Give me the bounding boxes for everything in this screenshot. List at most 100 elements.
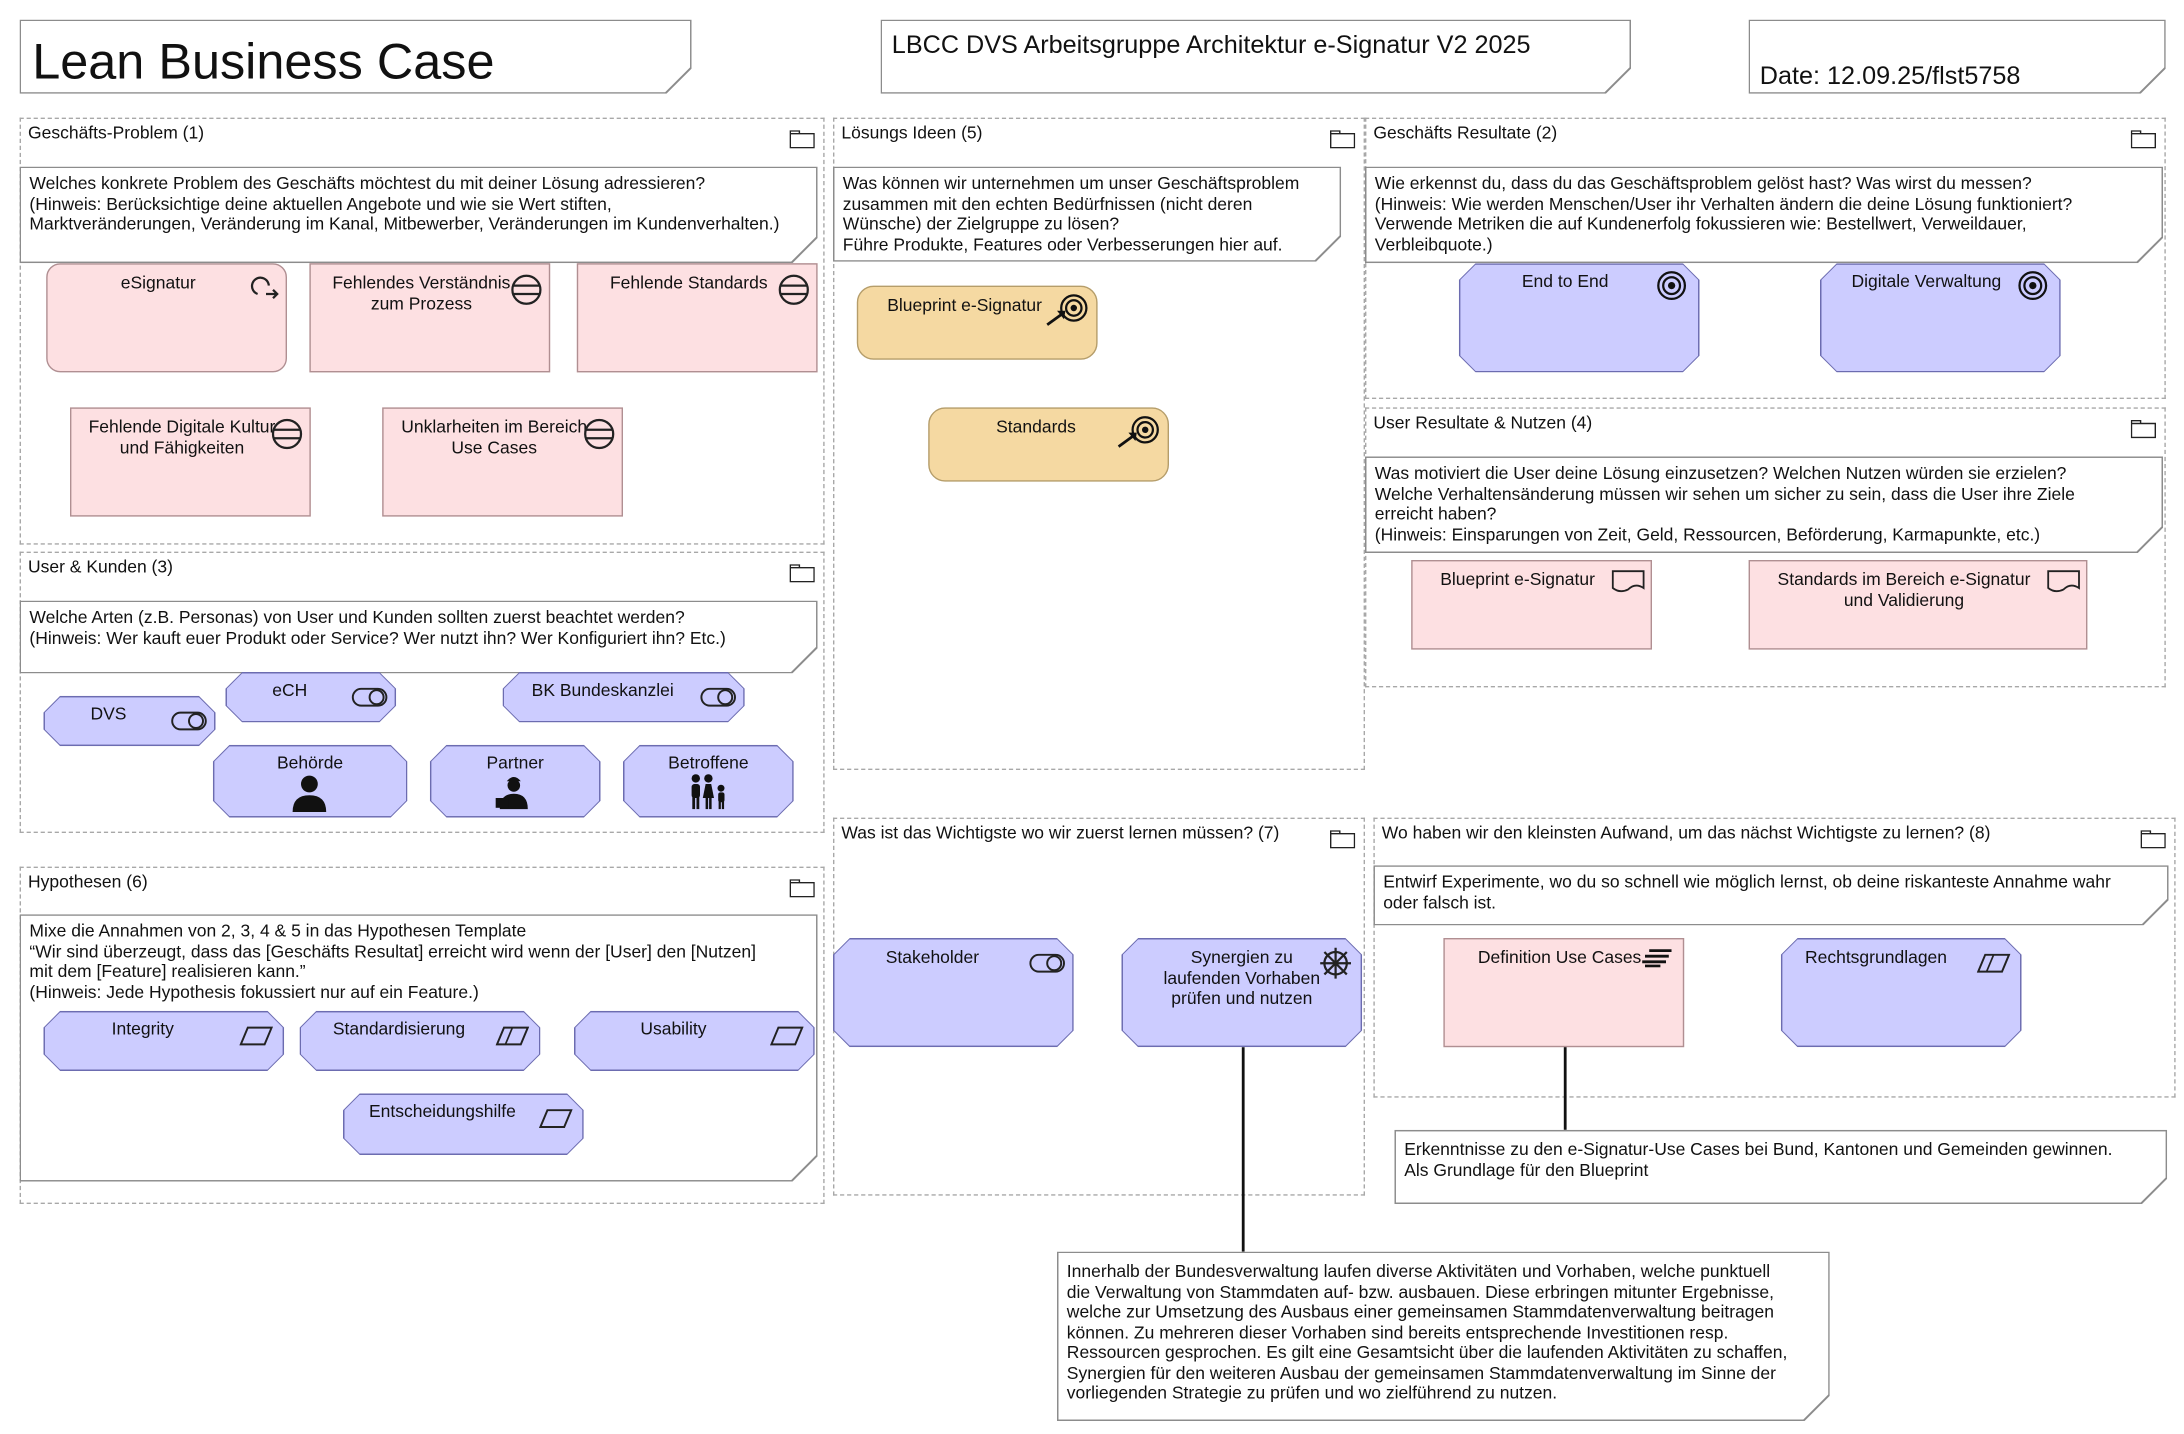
ideas-prompt: Was können wir unternehmen um unser Gesc… <box>834 168 1339 260</box>
folder-icon <box>2131 130 2156 148</box>
element-label: Standards im Bereich e-Signatur und Vali… <box>1777 569 2031 610</box>
assessment-use-cases[interactable]: Unklarheiten im Bereich Use Cases <box>382 407 623 517</box>
users-prompt: Welche Arten (z.B. Personas) von User un… <box>21 602 816 672</box>
date-block: Date: 12.09.25/flst5758 Iteration: V2 <box>1750 21 2164 92</box>
group-users-customers[interactable]: User & Kunden (3) <box>19 551 825 833</box>
benefits-prompt: Was motiviert die User deine Lösung einz… <box>1366 458 2161 552</box>
problem-prompt: Welches konkrete Problem des Geschäfts m… <box>21 168 816 262</box>
assessment-standards[interactable]: Fehlende Standards <box>576 263 818 373</box>
insight-note: Erkenntnisse zu den e-Signatur-Use Cases… <box>1394 1130 2167 1204</box>
group-title: User & Kunden (3) <box>28 557 173 577</box>
project-title: LBCC DVS Arbeitsgruppe Architektur e-Sig… <box>882 21 1630 92</box>
assessment-digital-culture[interactable]: Fehlende Digitale Kultur und Fähigkeiten <box>70 407 311 517</box>
effort-prompt-note: Entwirf Experimente, wo du so schnell wi… <box>1373 865 2168 925</box>
element-label: Standards <box>996 417 1076 437</box>
interface-icon <box>700 687 736 707</box>
connector-line <box>1563 1047 1566 1130</box>
benefits-prompt-note: Was motiviert die User deine Lösung einz… <box>1365 456 2163 553</box>
assessment-icon <box>582 417 616 451</box>
parallelogram-icon <box>239 1026 273 1046</box>
folder-icon <box>790 879 815 897</box>
requirement-standardisierung[interactable]: Standardisierung <box>300 1011 541 1071</box>
requirement-definition-use-cases[interactable]: Definition Use Cases <box>1443 938 1685 1048</box>
person-icon <box>290 773 329 812</box>
interface-icon <box>1029 953 1065 973</box>
requirement-usability[interactable]: Usability <box>574 1011 815 1071</box>
interface-icon <box>351 687 387 707</box>
driver-esignatur[interactable]: eSignatur <box>46 263 288 373</box>
list-icon <box>1642 949 1672 968</box>
actor-icon <box>496 773 532 809</box>
interface-stakeholder[interactable]: Stakeholder <box>833 938 1074 1047</box>
assessment-process[interactable]: Fehlendes Verständnis zum Prozess <box>309 263 551 373</box>
folder-icon <box>790 130 815 148</box>
element-label: eSignatur <box>120 273 196 293</box>
element-label: Synergien zu laufenden Vorhaben prüfen u… <box>1123 939 1361 1045</box>
interface-ech[interactable]: eCH <box>225 672 396 722</box>
assessment-icon <box>270 417 304 451</box>
requirement-integrity[interactable]: Integrity <box>43 1011 284 1071</box>
page-title: Lean Business Case Canvas <box>21 21 690 92</box>
group-title: User Resultate & Nutzen (4) <box>1373 413 1593 433</box>
interface-icon <box>171 711 207 731</box>
requirement-entscheidungshilfe[interactable]: Entscheidungshilfe <box>343 1093 584 1155</box>
problem-prompt-note: Welches konkrete Problem des Geschäfts m… <box>20 167 818 264</box>
title-note: Lean Business Case Canvas <box>20 20 692 94</box>
results-prompt: Wie erkennst du, dass du das Geschäftspr… <box>1366 168 2161 262</box>
element-label: Definition Use Cases <box>1477 947 1642 968</box>
target-icon <box>2017 270 2048 301</box>
family-icon <box>689 773 728 809</box>
group-business-problem[interactable]: Geschäfts-Problem (1) <box>19 117 825 545</box>
group-title: Geschäfts Resultate (2) <box>1373 123 1558 143</box>
element-label: BK Bundeskanzlei <box>504 673 743 721</box>
wheel-icon <box>1319 946 1353 980</box>
element-label: eCH <box>227 673 395 721</box>
element-label: Entscheidungshilfe <box>344 1095 582 1154</box>
outcome-standards[interactable]: Standards <box>928 407 1169 482</box>
insight-note-text: Erkenntnisse zu den e-Signatur-Use Cases… <box>1396 1131 2166 1202</box>
synergy-note-text: Innerhalb der Bundesverwaltung laufen di… <box>1058 1253 1828 1420</box>
group-title: Was ist das Wichtigste wo wir zuerst ler… <box>841 823 1280 843</box>
users-prompt-note: Welche Arten (z.B. Personas) von User un… <box>20 601 818 674</box>
parallelogram-icon <box>496 1026 530 1046</box>
element-label: Unklarheiten im Bereich Use Cases <box>401 417 588 458</box>
connector-line <box>1241 1047 1244 1252</box>
actor-betroffene[interactable]: Betroffene <box>623 745 794 818</box>
group-title: Hypothesen (6) <box>28 872 148 892</box>
project-note: LBCC DVS Arbeitsgruppe Architektur e-Sig… <box>881 20 1631 94</box>
actor-behoerde[interactable]: Behörde <box>213 745 408 818</box>
element-label: Rechtsgrundlagen <box>1782 939 2020 1045</box>
folder-icon <box>2141 830 2166 848</box>
deliverable-blueprint[interactable]: Blueprint e-Signatur <box>1411 560 1652 650</box>
folder-icon <box>1330 830 1355 848</box>
actor-partner[interactable]: Partner <box>430 745 601 818</box>
parallelogram-icon <box>1977 953 2011 973</box>
driver-synergien[interactable]: Synergien zu laufenden Vorhaben prüfen u… <box>1121 938 1362 1047</box>
element-label: Fehlende Standards <box>609 273 768 293</box>
interface-bk[interactable]: BK Bundeskanzlei <box>503 672 745 722</box>
interface-dvs[interactable]: DVS <box>43 696 215 746</box>
date-note: Date: 12.09.25/flst5758 Iteration: V2 <box>1749 20 2166 94</box>
deliverable-icon <box>2047 570 2081 595</box>
outcome-blueprint[interactable]: Blueprint e-Signatur <box>856 285 1098 360</box>
element-label: Fehlendes Verständnis zum Prozess <box>332 273 511 313</box>
goal-end-to-end[interactable]: End to End <box>1459 263 1700 372</box>
outcome-icon <box>1117 416 1159 448</box>
group-title: Geschäfts-Problem (1) <box>28 123 205 143</box>
group-smallest-effort[interactable]: Wo haben wir den kleinsten Aufwand, um d… <box>1373 817 2176 1098</box>
results-prompt-note: Wie erkennst du, dass du das Geschäftspr… <box>1365 167 2163 264</box>
deliverable-standards[interactable]: Standards im Bereich e-Signatur und Vali… <box>1748 560 2088 650</box>
process-icon <box>250 276 279 299</box>
goal-digital-administration[interactable]: Digitale Verwaltung <box>1820 263 2061 372</box>
group-title: Lösungs Ideen (5) <box>841 123 983 143</box>
effort-prompt: Entwirf Experimente, wo du so schnell wi… <box>1375 867 2167 924</box>
requirement-rechtsgrundlagen[interactable]: Rechtsgrundlagen <box>1781 938 2022 1047</box>
folder-icon <box>790 564 815 582</box>
assessment-icon <box>510 273 544 307</box>
folder-icon <box>2131 420 2156 438</box>
folder-icon <box>1330 130 1355 148</box>
element-label: Blueprint e-Signatur <box>887 295 1042 315</box>
group-solution-ideas[interactable]: Lösungs Ideen (5) <box>833 117 1365 771</box>
element-label: Fehlende Digitale Kultur und Fähigkeiten <box>88 417 276 458</box>
